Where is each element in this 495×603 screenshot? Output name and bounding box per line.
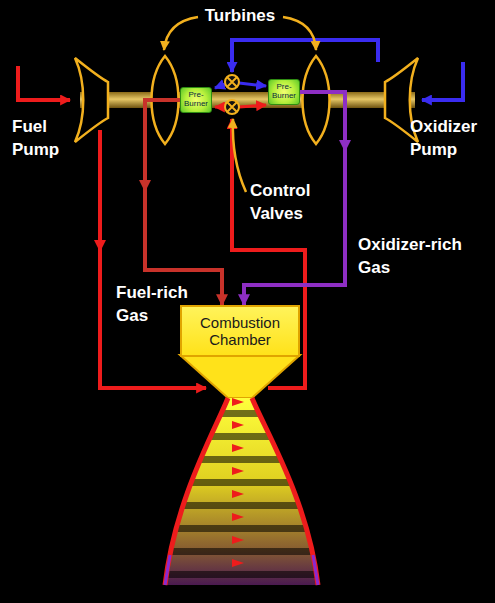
turbopump-shaft	[80, 92, 415, 108]
flow-arrow	[94, 240, 106, 252]
nozzle-bands	[150, 398, 330, 578]
fuel-inlet-line	[18, 66, 70, 100]
combustion-chamber: Combustion Chamber	[180, 305, 300, 357]
flow-arrow	[232, 490, 244, 498]
flow-label: Oxidizer-rich Gas	[358, 234, 476, 280]
nozzle-band	[150, 548, 330, 555]
flow-arrow	[232, 398, 244, 406]
fuel-trim-feed	[239, 105, 266, 107]
preburner-box: Pre-Burner	[268, 79, 300, 105]
leader-line	[164, 17, 198, 50]
nozzle-band	[150, 571, 330, 578]
leader-line	[283, 17, 316, 50]
part-label: Oxidizer Pump	[410, 116, 492, 162]
oxidizer-turbine	[303, 56, 330, 144]
fuel-pump-impeller	[75, 58, 108, 142]
node-text: Pre-Burner	[182, 91, 210, 109]
flow-arrow	[232, 559, 244, 567]
nozzle-wall	[252, 398, 318, 585]
nozzle-bell	[165, 398, 318, 585]
control-valve	[225, 100, 239, 114]
callout-label: Turbines	[195, 5, 285, 28]
nozzle-band	[150, 479, 330, 486]
fuel-preburner-feed	[215, 106, 225, 109]
part-label: Fuel Pump	[12, 116, 72, 162]
node-text: Combustion Chamber	[188, 314, 292, 349]
callout-label: Control Valves	[250, 180, 330, 226]
oxidizer-feed-line	[232, 40, 378, 72]
control-valve	[225, 75, 239, 89]
flow-arrow	[232, 421, 244, 429]
nozzle-band	[150, 433, 330, 440]
flow-label: Fuel-rich Gas	[116, 282, 196, 328]
flow-arrow	[232, 536, 244, 544]
nozzle-wall-tip	[165, 555, 318, 585]
gas-flow-line	[145, 100, 222, 305]
leader-line	[233, 119, 246, 192]
node-text: Pre-Burner	[270, 83, 298, 101]
flow-arrow	[232, 467, 244, 475]
nozzle-band	[150, 456, 330, 463]
nozzle-band	[150, 410, 330, 417]
oxidizer-inlet-line	[422, 62, 463, 100]
flow-arrow	[232, 513, 244, 521]
convergent-section	[180, 355, 300, 398]
oxidizer-preburner-feed	[239, 83, 266, 86]
nozzle-wall	[165, 398, 228, 585]
preburner-box: Pre-Burner	[180, 87, 212, 113]
gas-flow-line	[244, 92, 345, 305]
flow-arrow	[232, 444, 244, 452]
nozzle-band	[150, 502, 330, 509]
oxidizer-trim-feed	[215, 84, 225, 88]
